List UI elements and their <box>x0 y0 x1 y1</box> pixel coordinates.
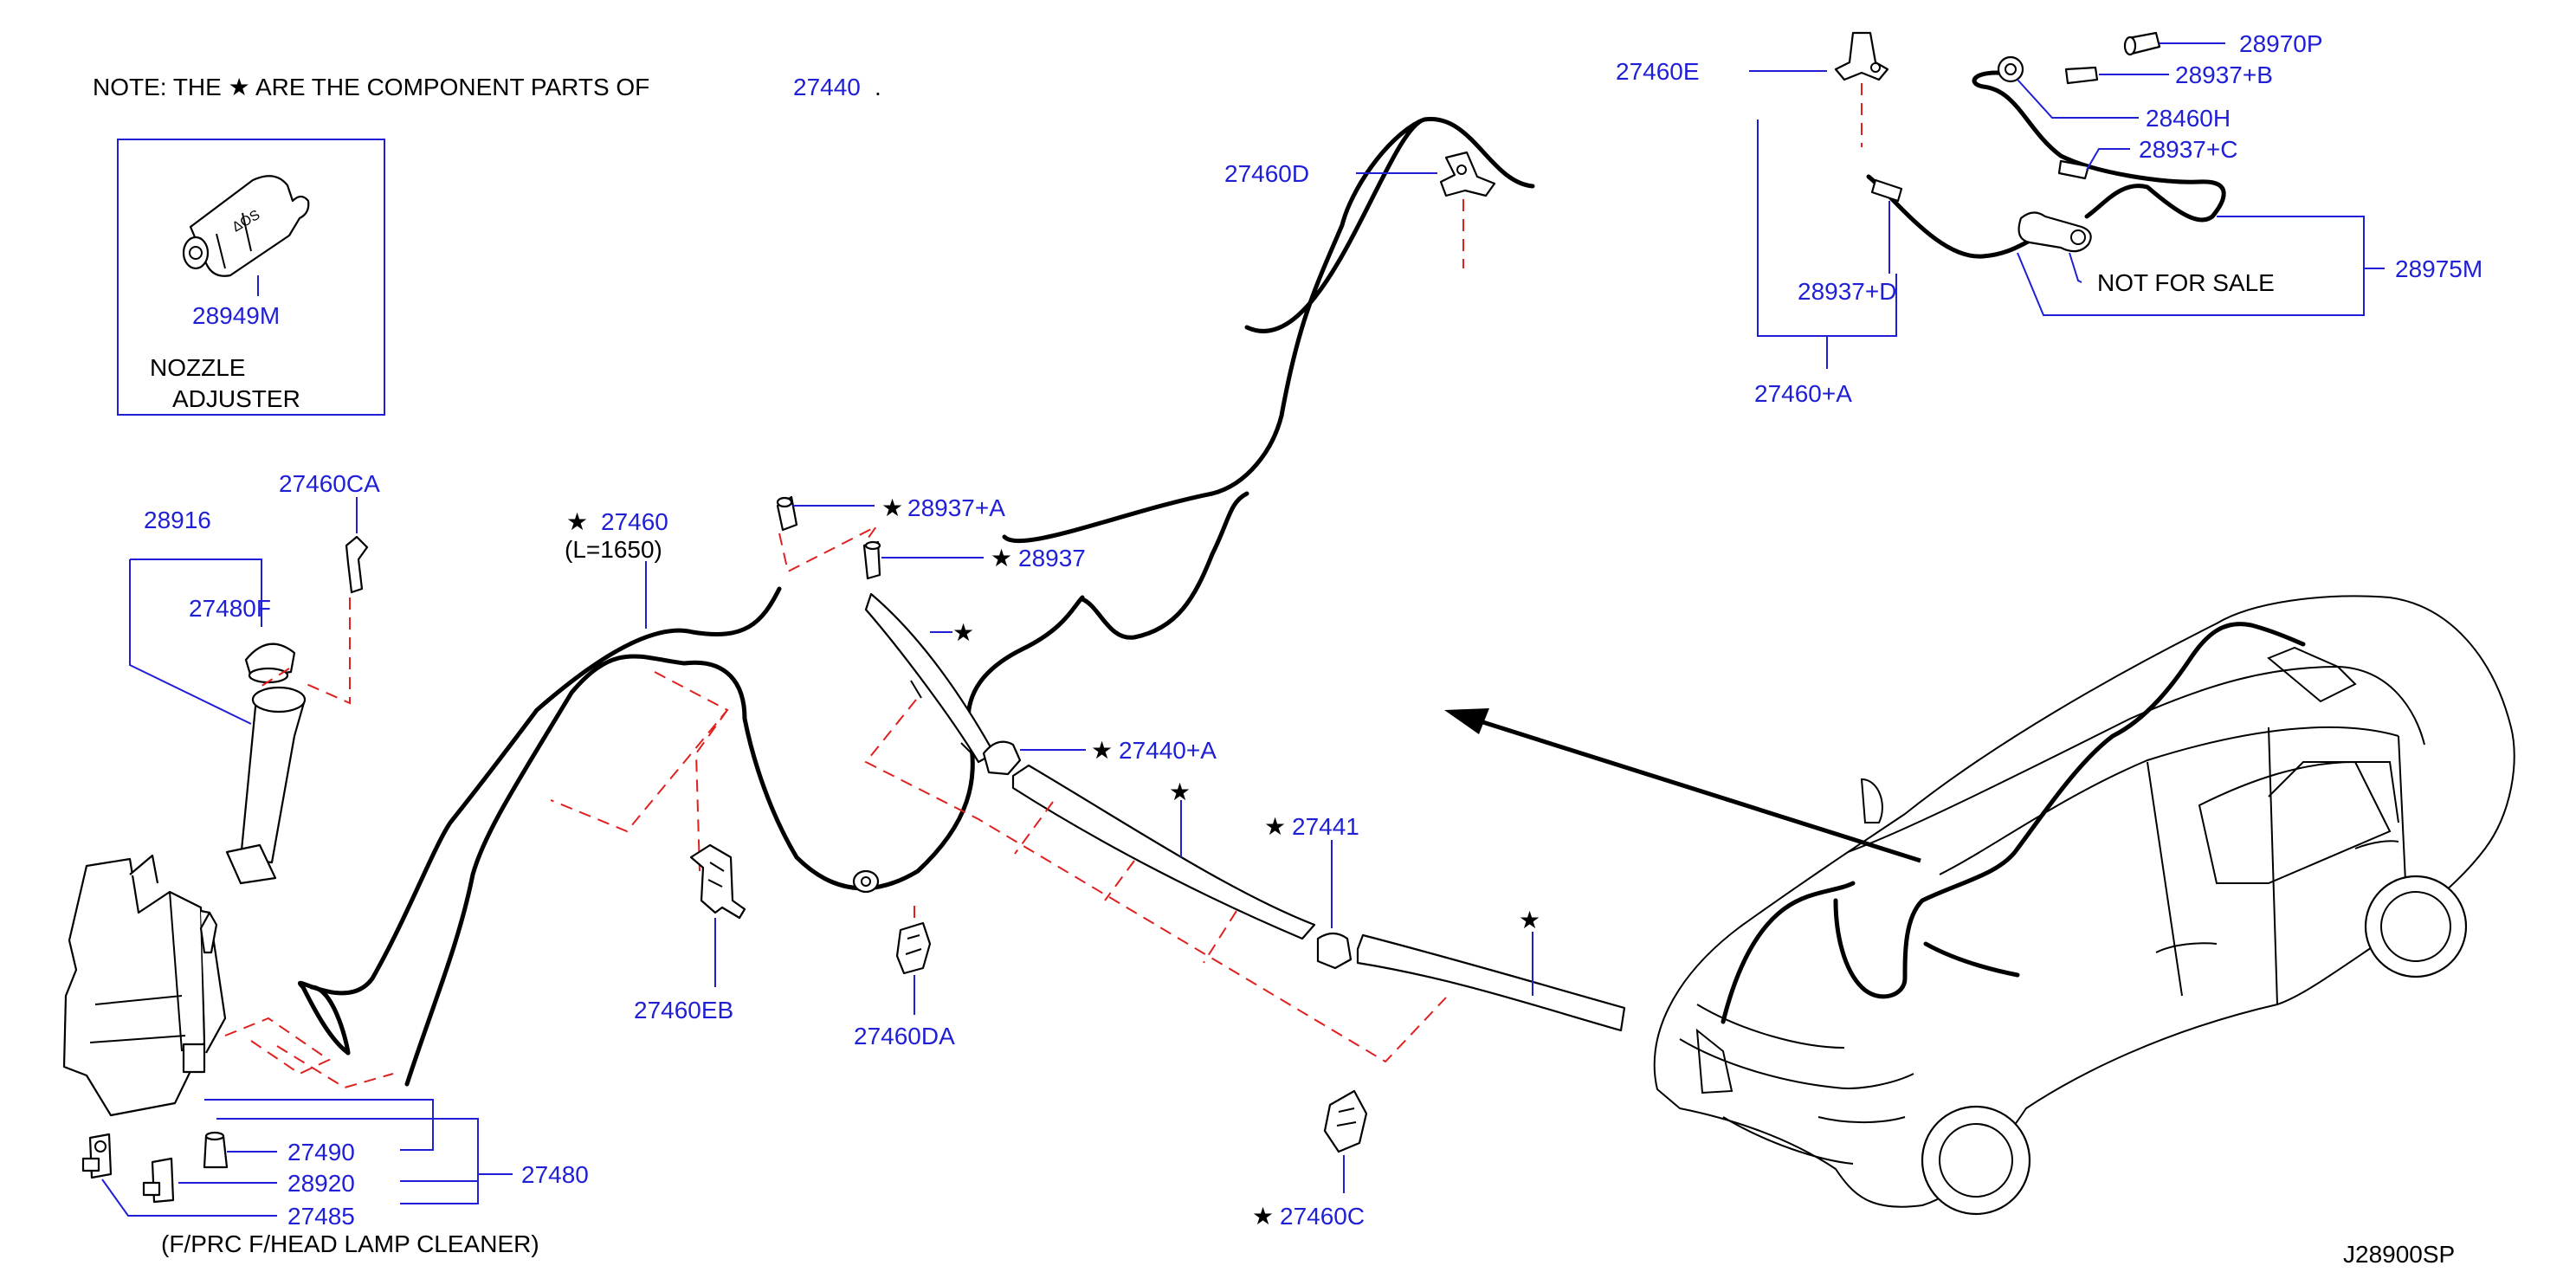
part-28975M[interactable]: 28975M <box>2395 255 2482 282</box>
part-27460A[interactable]: 27460+A <box>1754 380 1852 407</box>
part-27441[interactable]: 27441 <box>1292 813 1359 840</box>
part-27485[interactable]: 27485 <box>287 1203 355 1230</box>
star-27460C: ★ <box>1252 1203 1274 1230</box>
nozzle-tube-middle <box>1011 764 1316 940</box>
grommet-on-hose <box>852 869 880 894</box>
star-tube-middle: ★ <box>1169 778 1191 805</box>
part-28949M[interactable]: 28949M <box>192 302 280 329</box>
joint-27441 <box>1316 932 1353 970</box>
part-28937B[interactable]: 28937+B <box>2175 61 2273 88</box>
connector-28970P <box>2123 31 2161 56</box>
part-28460H[interactable]: 28460H <box>2146 105 2231 132</box>
part-27460D[interactable]: 27460D <box>1224 160 1309 187</box>
pump-27485 <box>81 1133 113 1179</box>
nozzle-tube-lower <box>1356 933 1626 1032</box>
connector-28937 <box>862 540 881 580</box>
filler-neck-28916 <box>225 686 307 885</box>
diagram-code: J28900SP <box>2343 1241 2455 1268</box>
star-tube-upper: ★ <box>952 619 974 646</box>
reservoir-tank-27480 <box>62 854 227 1117</box>
inset-label-1: NOZZLE <box>150 354 245 381</box>
nozzle-adjuster-drawing: ΔOS <box>182 175 310 277</box>
part-27460[interactable]: 27460 <box>601 508 668 535</box>
inset-label-2: ADJUSTER <box>172 385 300 412</box>
part-28937C[interactable]: 28937+C <box>2139 136 2237 163</box>
star-27460: ★ <box>566 508 588 535</box>
part-27460EB[interactable]: 27460EB <box>634 997 733 1023</box>
part-28937A[interactable]: 28937+A <box>907 494 1005 521</box>
part-27460C[interactable]: 27460C <box>1280 1203 1365 1230</box>
star-27441: ★ <box>1264 813 1286 840</box>
star-27440A: ★ <box>1091 737 1113 764</box>
clip-27460CA <box>345 535 369 594</box>
part-28920[interactable]: 28920 <box>287 1170 355 1197</box>
tee-27440A <box>982 740 1022 776</box>
star-28937A: ★ <box>881 494 903 521</box>
part-27460CA[interactable]: 27460CA <box>279 470 380 497</box>
part-27480F[interactable]: 27480F <box>189 595 271 622</box>
part-27460E[interactable]: 27460E <box>1616 58 1700 85</box>
pump-28920 <box>142 1157 175 1204</box>
part-28970P[interactable]: 28970P <box>2239 30 2323 57</box>
connector-28937B <box>2064 66 2099 85</box>
clip-27460DA <box>895 921 932 975</box>
note-ref-part[interactable]: 27440 <box>793 74 861 100</box>
part-27480[interactable]: 27480 <box>521 1161 589 1188</box>
note-end: . <box>875 74 881 100</box>
label-not-for-sale: NOT FOR SALE <box>2097 269 2275 296</box>
clip-27460EB <box>689 843 746 920</box>
part-27440A[interactable]: 27440+A <box>1119 737 1217 764</box>
label-hose-length: (L=1650) <box>565 536 662 563</box>
vehicle-outline <box>1653 595 2515 1216</box>
connector-28937D <box>1870 178 1903 203</box>
vehicle-washer-hose <box>1721 622 2306 1024</box>
clip-27460E <box>1834 31 1889 81</box>
check-valve-28460H <box>1997 55 2024 83</box>
location-arrow <box>1444 708 1921 863</box>
clip-27460C <box>1323 1089 1368 1153</box>
connector-28937A <box>776 495 798 532</box>
star-28937: ★ <box>991 545 1012 571</box>
part-28916[interactable]: 28916 <box>144 507 211 533</box>
rear-nozzle-28975M <box>2018 211 2092 253</box>
part-27460DA[interactable]: 27460DA <box>854 1023 955 1049</box>
part-28937[interactable]: 28937 <box>1018 545 1086 571</box>
grommet-27490 <box>203 1131 229 1169</box>
part-28937D[interactable]: 28937+D <box>1798 278 1896 305</box>
connector-28937C <box>2057 159 2090 180</box>
inset-box <box>117 139 385 416</box>
cap-27480F <box>244 642 296 684</box>
part-27490[interactable]: 27490 <box>287 1139 355 1166</box>
note-text: NOTE: THE ★ ARE THE COMPONENT PARTS OF <box>93 74 649 100</box>
clip-27460D <box>1439 151 1496 197</box>
rear-washer-hose <box>1002 117 1535 544</box>
star-tube-lower: ★ <box>1519 907 1540 933</box>
label-fprc-lamp-cleaner: (F/PRC F/HEAD LAMP CLEANER) <box>161 1230 539 1257</box>
